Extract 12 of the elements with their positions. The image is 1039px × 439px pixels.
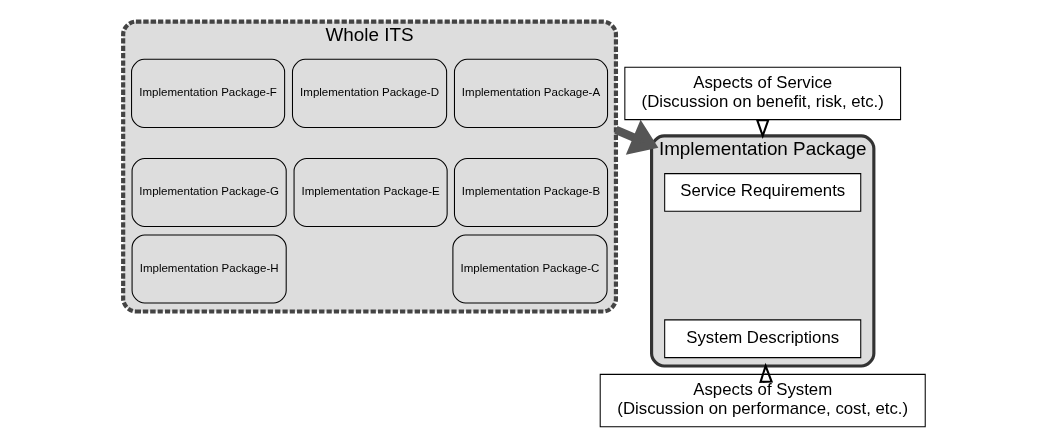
node-box: Service Requirements <box>663 172 861 212</box>
node-box: Implementation Package-H <box>131 233 287 304</box>
node-box: Implementation Package-D <box>291 58 447 128</box>
node-box: Implementation Package-F <box>130 58 285 128</box>
node-box: System Descriptions <box>663 318 861 358</box>
node-box: Implementation Package-E <box>293 157 448 227</box>
arrow <box>613 119 658 155</box>
arrow <box>758 362 773 383</box>
node-box: Implementation Package-G <box>131 157 287 227</box>
node-box: Implementation Package-C <box>451 233 608 304</box>
node-box: Implementation Package-B <box>453 157 608 227</box>
node-box: Implementation Package-A <box>453 58 608 128</box>
